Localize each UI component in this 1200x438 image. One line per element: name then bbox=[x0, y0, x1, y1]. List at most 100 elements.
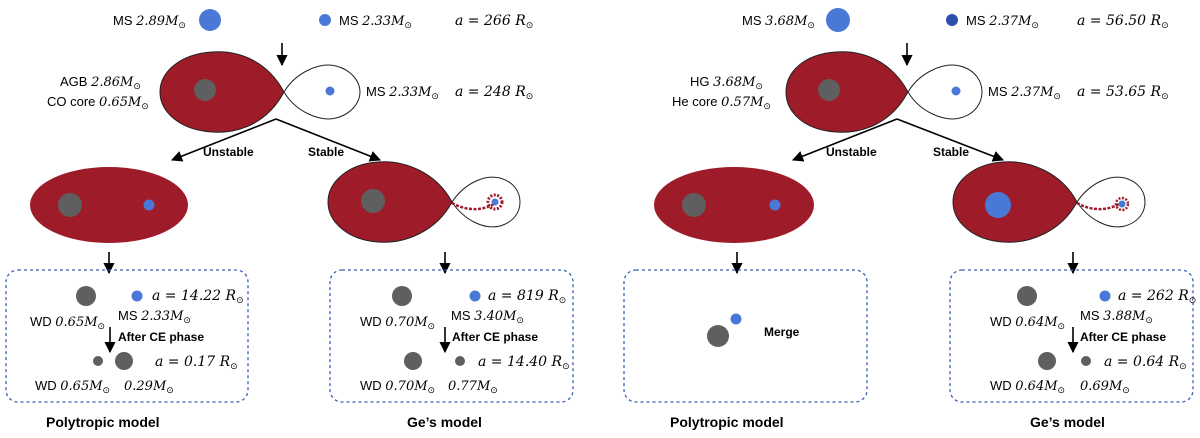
right-stable-arrow bbox=[896, 118, 1005, 162]
right-roche-primary-line1: HG 3.68M⊙ bbox=[690, 74, 763, 91]
left-ge-sep1: a = 819 R⊙ bbox=[488, 288, 566, 305]
left-panel: MS 2.89M⊙ MS 2.33M⊙ a = 266 R⊙ AGB 2.86M… bbox=[5, 9, 574, 430]
left-poly-after-ce: After CE phase bbox=[118, 330, 204, 344]
right-accretion-disk bbox=[1114, 196, 1130, 212]
left-ge-wd2-label: WD 0.70M⊙ bbox=[360, 378, 435, 395]
left-poly-wd1-label: WD 0.65M⊙ bbox=[30, 314, 105, 331]
right-ge-wd1 bbox=[1017, 286, 1037, 306]
right-ge-ms1-label: MS 3.88M⊙ bbox=[1080, 308, 1153, 325]
left-poly-sep2: a = 0.17 R⊙ bbox=[155, 354, 238, 371]
right-merged-ms-star bbox=[730, 313, 742, 325]
right-merged-core bbox=[707, 325, 729, 347]
right-he-core bbox=[818, 79, 840, 101]
left-poly-ms1 bbox=[131, 290, 143, 302]
right-ge-sep2: a = 0.64 R⊙ bbox=[1104, 354, 1187, 371]
right-ge-m2-label: 0.69M⊙ bbox=[1080, 379, 1130, 395]
right-stable-core bbox=[985, 192, 1011, 218]
left-mass-stream bbox=[451, 201, 495, 211]
right-merge-label: Merge bbox=[764, 325, 800, 339]
left-poly-companion2 bbox=[115, 352, 133, 370]
left-poly-m2-label: 0.29M⊙ bbox=[124, 379, 174, 395]
left-stable-accretor-lobe bbox=[451, 176, 521, 228]
left-donor-lobe bbox=[159, 51, 285, 133]
right-roche-secondary-label: MS 2.37M⊙ bbox=[988, 84, 1061, 101]
right-stable-accretor-lobe bbox=[1076, 176, 1146, 228]
left-roche-secondary-label: MS 2.33M⊙ bbox=[366, 84, 439, 101]
left-ge-result-box bbox=[329, 269, 574, 403]
right-initial-secondary-star bbox=[946, 14, 958, 26]
left-ce-core bbox=[58, 193, 82, 217]
right-ce-core bbox=[682, 193, 706, 217]
left-ce-ms-star bbox=[143, 199, 155, 211]
left-ge-m2-label: 0.77M⊙ bbox=[448, 379, 498, 395]
right-initial-separation: a = 56.50 R⊙ bbox=[1077, 13, 1169, 30]
right-ge-caption: Ge’s model bbox=[1030, 414, 1105, 430]
left-poly-result-box bbox=[5, 269, 249, 403]
left-initial-primary-star bbox=[199, 9, 221, 31]
right-ge-after-ce: After CE phase bbox=[1080, 330, 1166, 344]
left-common-envelope bbox=[30, 167, 188, 243]
right-mass-stream bbox=[1076, 201, 1120, 211]
left-poly-caption: Polytropic model bbox=[46, 414, 160, 430]
left-poly-wd2 bbox=[93, 356, 103, 366]
left-co-core bbox=[194, 79, 216, 101]
left-stable-core bbox=[361, 189, 385, 213]
right-initial-secondary-label: MS 2.37M⊙ bbox=[966, 13, 1039, 30]
left-stable-donor bbox=[327, 161, 453, 243]
left-roche-ms-star bbox=[325, 86, 335, 96]
right-ge-wd2 bbox=[1038, 352, 1056, 370]
right-ge-sep1: a = 262 R⊙ bbox=[1118, 288, 1196, 305]
left-unstable-arrow bbox=[170, 118, 277, 162]
right-stable-donor bbox=[952, 161, 1078, 243]
left-initial-secondary-label: MS 2.33M⊙ bbox=[339, 13, 412, 30]
right-unstable-label: Unstable bbox=[826, 145, 877, 159]
right-ge-ms1 bbox=[1099, 290, 1111, 302]
left-ge-wd1-label: WD 0.70M⊙ bbox=[360, 314, 435, 331]
right-initial-primary-star bbox=[826, 8, 850, 32]
left-stable-label: Stable bbox=[308, 145, 344, 159]
left-ge-ms1-label: MS 3.40M⊙ bbox=[451, 308, 524, 325]
right-accretor-lobe bbox=[907, 64, 983, 120]
left-roche-primary-line1: AGB 2.86M⊙ bbox=[60, 74, 141, 91]
right-ce-ms-star bbox=[769, 199, 781, 211]
left-ge-after-ce: After CE phase bbox=[452, 330, 538, 344]
left-roche-primary-line2: CO core 0.65M⊙ bbox=[47, 94, 149, 111]
left-stable-ms-star bbox=[491, 198, 499, 206]
left-accretion-disk bbox=[486, 193, 504, 211]
left-ge-ms1 bbox=[469, 290, 481, 302]
right-unstable-arrow bbox=[791, 118, 898, 162]
right-donor-lobe bbox=[785, 51, 909, 133]
right-ge-companion2 bbox=[1081, 356, 1091, 366]
left-ge-wd2 bbox=[404, 352, 422, 370]
left-ge-caption: Ge’s model bbox=[407, 414, 482, 430]
right-poly-result-box bbox=[623, 269, 868, 403]
right-roche-primary-line2: He core 0.57M⊙ bbox=[672, 94, 771, 111]
left-initial-primary-label: MS 2.89M⊙ bbox=[113, 13, 186, 30]
right-stable-ms-star bbox=[1118, 200, 1126, 208]
right-ge-wd1-label: WD 0.64M⊙ bbox=[990, 314, 1065, 331]
right-panel: MS 3.68M⊙ MS 2.37M⊙ a = 56.50 R⊙ HG 3.68… bbox=[623, 8, 1196, 430]
left-ge-wd1 bbox=[392, 286, 412, 306]
right-roche-ms-star bbox=[951, 86, 961, 96]
right-ge-result-box bbox=[949, 269, 1194, 403]
left-initial-separation: a = 266 R⊙ bbox=[455, 13, 533, 30]
right-common-envelope bbox=[654, 167, 814, 243]
right-roche-separation: a = 53.65 R⊙ bbox=[1077, 84, 1169, 101]
left-accretor-lobe bbox=[283, 64, 361, 120]
left-ge-companion2 bbox=[455, 356, 465, 366]
left-poly-wd1 bbox=[76, 286, 96, 306]
right-stable-label: Stable bbox=[933, 145, 969, 159]
left-poly-ms1-label: MS 2.33M⊙ bbox=[118, 308, 191, 325]
right-ge-wd2-label: WD 0.64M⊙ bbox=[990, 378, 1065, 395]
right-poly-caption: Polytropic model bbox=[670, 414, 784, 430]
left-unstable-label: Unstable bbox=[203, 145, 254, 159]
left-stable-arrow bbox=[275, 118, 382, 162]
left-roche-separation: a = 248 R⊙ bbox=[455, 84, 533, 101]
left-ge-sep2: a = 14.40 R⊙ bbox=[478, 354, 570, 371]
right-initial-primary-label: MS 3.68M⊙ bbox=[742, 13, 815, 30]
left-poly-sep1: a = 14.22 R⊙ bbox=[152, 288, 244, 305]
left-initial-secondary-star bbox=[319, 14, 331, 26]
left-poly-wd2-label: WD 0.65M⊙ bbox=[35, 378, 110, 395]
